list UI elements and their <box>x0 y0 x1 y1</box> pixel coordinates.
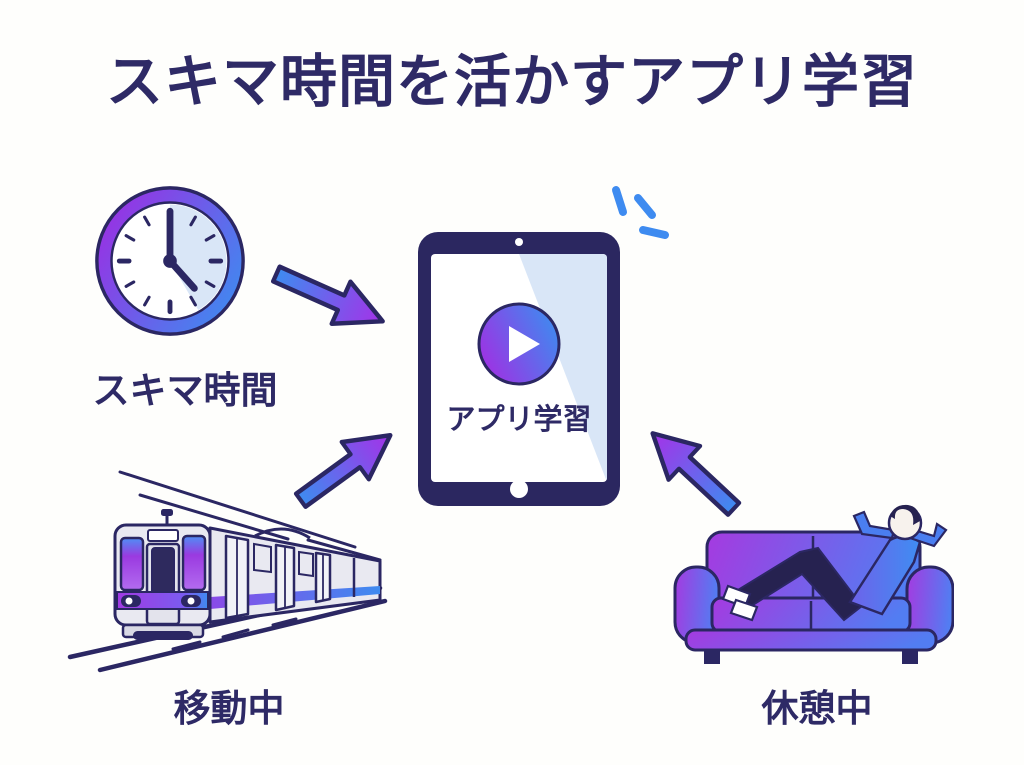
tablet-screen: アプリ学習 <box>431 254 607 482</box>
arrow-train-to-tablet-icon <box>279 408 411 527</box>
tablet-label: アプリ学習 <box>446 404 592 436</box>
couch-icon <box>652 494 955 675</box>
couch-label: 休憩中 <box>761 688 873 729</box>
page-title: スキマ時間を活かすアプリ学習 <box>106 50 918 114</box>
clock-label: スキマ時間 <box>92 370 278 411</box>
sparkle-icon <box>602 178 674 244</box>
tablet-camera-dot <box>515 238 523 246</box>
clock-icon <box>92 183 248 339</box>
arrow-couch-to-tablet-icon <box>629 408 758 534</box>
tablet-home-button <box>510 480 528 498</box>
tablet-play-icon: アプリ学習 <box>418 232 620 506</box>
train-label: 移動中 <box>173 688 285 729</box>
play-button-icon <box>476 301 562 387</box>
arrow-clock-to-tablet-icon <box>260 245 400 351</box>
train-icon <box>58 444 398 674</box>
